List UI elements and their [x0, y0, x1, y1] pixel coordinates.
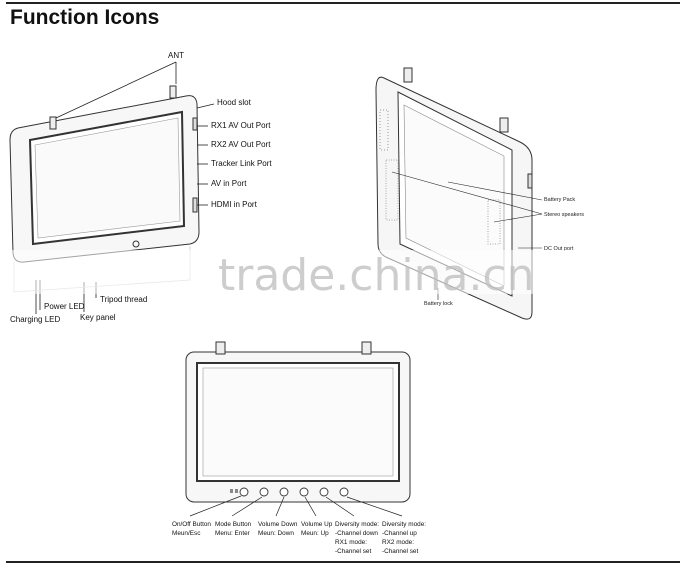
tripod-thread-label: Tripod thread — [100, 295, 147, 304]
btn1-line2: Meun/Esc — [172, 530, 201, 537]
key-button-labels: On/Off Button Meun/Esc Mode Button Menu:… — [172, 521, 426, 555]
btn4-line2: Meun: Up — [301, 530, 329, 537]
btn2-line1: Mode Button — [215, 521, 252, 528]
btn6-line4: -Channel set — [382, 548, 418, 555]
battery-lock-label: Battery lock — [424, 301, 453, 307]
top-rule — [6, 2, 680, 4]
bottom-rule — [6, 561, 680, 563]
btn3-line2: Meun: Down — [258, 530, 294, 537]
page-title: Function Icons — [10, 6, 160, 29]
ant-label: ANT — [168, 51, 184, 60]
btn6-line3: RX2 mode: — [382, 539, 414, 546]
volume-down-button — [279, 487, 289, 497]
key-panel-label: Key panel — [80, 313, 116, 322]
btn5-line4: -Channel set — [335, 548, 371, 555]
btn1-line1: On/Off Button — [172, 521, 211, 528]
btn4-line1: Volume Up — [301, 521, 333, 528]
volume-up-button — [299, 487, 309, 497]
battery-pack-label: Battery Pack — [544, 197, 575, 203]
tracker-link-label: Tracker Link Port — [211, 159, 272, 168]
btn6-line1: Diversity mode: — [382, 521, 426, 528]
av-in-label: AV in Port — [211, 179, 247, 188]
btn3-line1: Volume Down — [258, 521, 298, 528]
front-monitor-illustration — [9, 85, 200, 263]
key-panel-monitor-illustration — [185, 341, 411, 503]
channel-up-button — [339, 487, 349, 497]
on-off-button — [239, 487, 249, 497]
mode-button — [259, 487, 269, 497]
hood-slot-label: Hood slot — [217, 98, 252, 107]
btn5-line1: Diversity mode: — [335, 521, 379, 528]
btn5-line3: RX1 mode: — [335, 539, 367, 546]
stereo-speakers-label: Stereo speakers — [544, 212, 584, 218]
btn6-line2: -Channel up — [382, 530, 417, 537]
rx1-av-out-label: RX1 AV Out Port — [211, 121, 271, 130]
btn2-line2: Menu: Enter — [215, 530, 251, 537]
rx2-av-out-label: RX2 AV Out Port — [211, 140, 271, 149]
watermark-text: trade.china.cn — [218, 250, 535, 301]
key-buttons — [239, 487, 349, 497]
power-led-label: Power LED — [44, 302, 85, 311]
btn5-line2: -Channel down — [335, 530, 378, 537]
watermark-band — [0, 250, 686, 294]
dc-out-port-label: DC Out port — [544, 246, 574, 252]
hdmi-in-label: HDMI in Port — [211, 200, 258, 209]
charging-led-label: Charging LED — [10, 315, 60, 324]
channel-down-button — [319, 487, 329, 497]
